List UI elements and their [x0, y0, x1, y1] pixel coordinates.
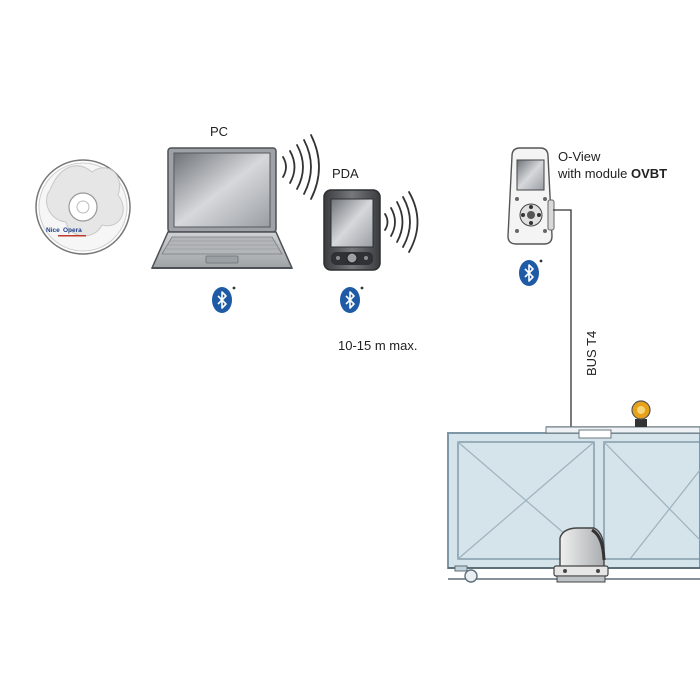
flashing-lamp-icon: [631, 400, 651, 427]
pda-wireless-waves: [384, 191, 419, 253]
bluetooth-icon: [212, 286, 236, 313]
oview-label-line2-prefix: with module: [558, 166, 631, 181]
cd-brand-name: Opera: [63, 227, 82, 234]
bluetooth-icon: [519, 259, 543, 286]
gate-motor: [553, 527, 609, 583]
pc-label: PC: [210, 124, 229, 139]
bluetooth-icon: [340, 286, 364, 313]
software-cd: Nice Opera: [35, 159, 131, 255]
oview-label: O-View with module OVBT: [558, 148, 667, 182]
pc-wireless-waves: [282, 134, 320, 200]
bus-label: BUS T4: [584, 331, 599, 376]
pda-label: PDA: [332, 166, 359, 181]
range-label: 10-15 m max.: [338, 338, 418, 353]
oview-device: [507, 147, 555, 245]
pda-device: [323, 189, 381, 271]
gate-top-rail: [545, 426, 700, 439]
oview-label-line1: O-View: [558, 149, 601, 164]
laptop-pc: [150, 147, 294, 269]
cd-brand-prefix: Nice: [46, 227, 60, 234]
oview-label-line2-strong: OVBT: [630, 166, 668, 181]
